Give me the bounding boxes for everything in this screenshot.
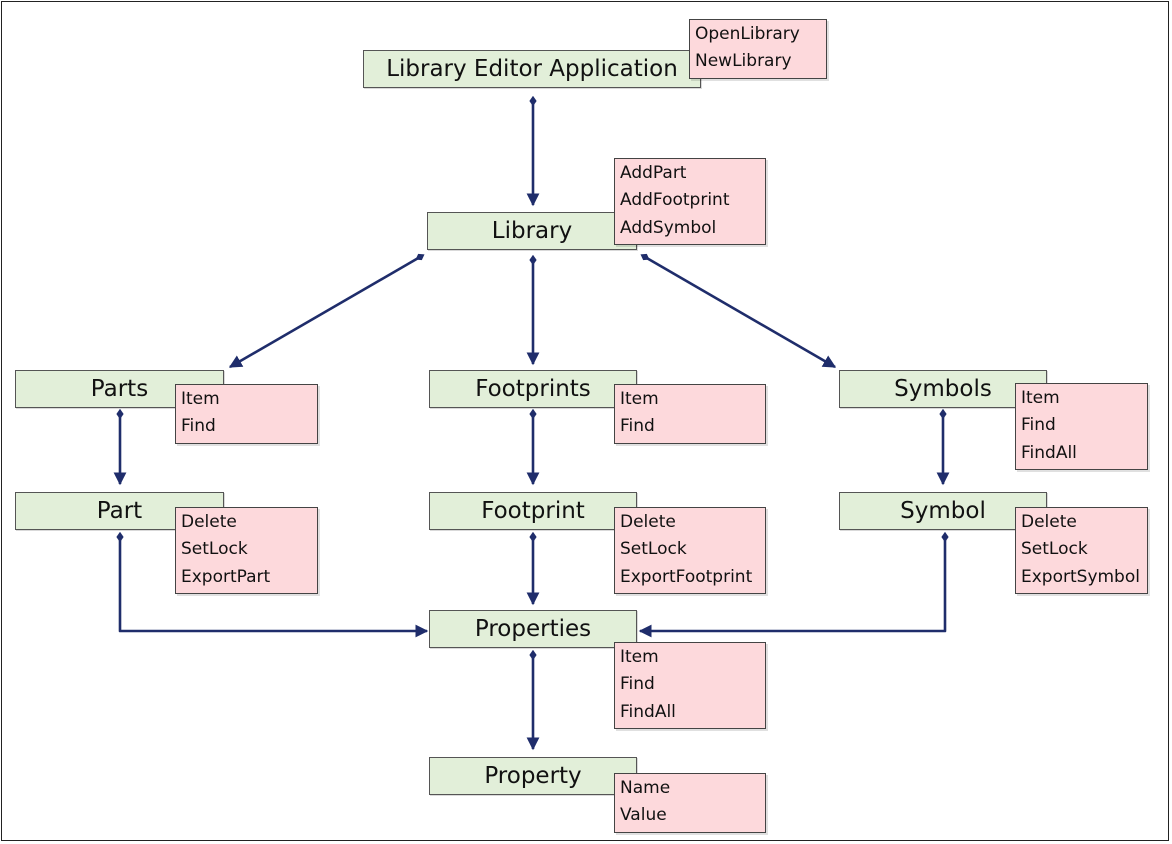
node-property-label: Property xyxy=(484,763,582,789)
methods-parts: Item Find xyxy=(175,384,318,444)
method-item: Item xyxy=(1021,388,1060,408)
method-item: Item xyxy=(181,389,220,409)
node-footprints: Footprints xyxy=(429,370,637,408)
method-name: Name xyxy=(620,778,671,798)
method-item: Item xyxy=(620,647,659,667)
method-set-lock: SetLock xyxy=(620,539,687,560)
node-symbol-label: Symbol xyxy=(900,498,986,524)
node-app-label: Library Editor Application xyxy=(386,56,678,82)
method-export-footprint: ExportFootprint xyxy=(620,566,753,587)
method-find-all: FindAll xyxy=(620,701,676,722)
method-delete: Delete xyxy=(181,512,237,532)
method-value: Value xyxy=(620,805,667,826)
node-app: Library Editor Application xyxy=(363,50,701,88)
connector-library-symbols xyxy=(640,253,837,369)
method-find: Find xyxy=(1021,415,1056,436)
node-library-label: Library xyxy=(491,218,573,244)
node-property: Property xyxy=(429,757,637,795)
node-footprint-label: Footprint xyxy=(481,498,585,524)
node-library: Library xyxy=(427,212,637,250)
node-part-label: Part xyxy=(96,498,143,524)
node-properties-label: Properties xyxy=(474,616,592,642)
methods-property: Name Value xyxy=(614,773,766,833)
method-add-footprint: AddFootprint xyxy=(620,190,730,211)
method-item: Item xyxy=(620,389,659,409)
methods-part: Delete SetLock ExportPart xyxy=(175,507,318,594)
method-find: Find xyxy=(620,416,655,437)
node-symbols: Symbols xyxy=(839,370,1047,408)
node-symbols-label: Symbols xyxy=(894,376,992,402)
methods-library: AddPart AddFootprint AddSymbol xyxy=(614,158,766,245)
method-open-library: OpenLibrary xyxy=(695,24,800,44)
methods-footprints: Item Find xyxy=(614,384,766,444)
method-export-symbol: ExportSymbol xyxy=(1021,566,1140,587)
methods-app: OpenLibrary NewLibrary xyxy=(689,19,827,79)
methods-properties: Item Find FindAll xyxy=(614,642,766,729)
method-add-part: AddPart xyxy=(620,163,687,183)
connector-library-parts xyxy=(228,253,425,369)
methods-symbol: Delete SetLock ExportSymbol xyxy=(1015,507,1148,594)
method-new-library: NewLibrary xyxy=(695,51,792,72)
node-parts-label: Parts xyxy=(90,376,149,402)
method-set-lock: SetLock xyxy=(181,539,248,560)
node-symbol: Symbol xyxy=(839,492,1047,530)
method-find: Find xyxy=(620,674,655,695)
method-find: Find xyxy=(181,416,216,437)
method-delete: Delete xyxy=(1021,512,1077,532)
method-add-symbol: AddSymbol xyxy=(620,217,717,238)
method-export-part: ExportPart xyxy=(181,566,271,587)
node-footprint: Footprint xyxy=(429,492,637,530)
method-delete: Delete xyxy=(620,512,676,532)
methods-symbols: Item Find FindAll xyxy=(1015,383,1148,470)
method-find-all: FindAll xyxy=(1021,442,1077,463)
node-footprints-label: Footprints xyxy=(475,376,591,402)
connector-symbol-properties xyxy=(638,531,949,638)
methods-footprint: Delete SetLock ExportFootprint xyxy=(614,507,766,594)
method-set-lock: SetLock xyxy=(1021,539,1088,560)
connector-part-properties xyxy=(116,531,429,638)
node-properties: Properties xyxy=(429,610,637,648)
